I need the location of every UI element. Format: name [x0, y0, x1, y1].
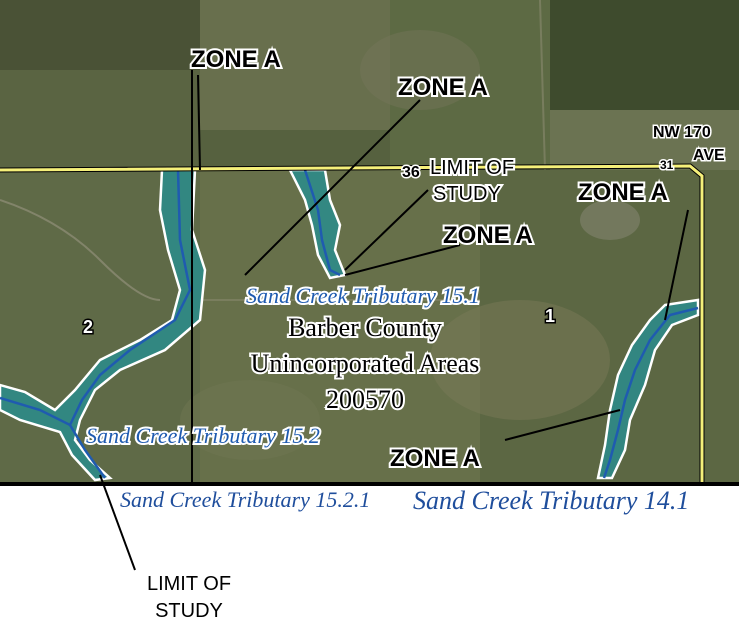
county-name-label: Barber County: [288, 313, 442, 342]
section-number-label: 36: [402, 164, 420, 181]
limit-of-study-label: STUDY: [155, 600, 223, 622]
zone-a-label: ZONE A: [578, 179, 668, 206]
panel-number-label: 1: [545, 306, 555, 326]
stream-label: Sand Creek Tributary 15.2: [86, 423, 320, 448]
stream-label: Sand Creek Tributary 14.1: [413, 486, 689, 515]
road-label: AVE: [693, 147, 725, 164]
county-name-label: Unincorporated Areas: [251, 349, 480, 378]
floodplain-zone-a: [0, 168, 700, 482]
study-boundary: [0, 163, 705, 484]
stream-lines: [0, 169, 699, 479]
road-label: NW 170: [653, 124, 711, 141]
zone-a-label: ZONE A: [398, 74, 488, 101]
zone-a-label: ZONE A: [191, 46, 281, 73]
stream-label: Sand Creek Tributary 15.2.1: [120, 487, 370, 512]
limit-of-study-label: LIMIT OF: [430, 157, 514, 179]
limit-of-study-label: LIMIT OF: [147, 573, 231, 595]
zone-a-label: ZONE A: [443, 222, 533, 249]
zone-a-label: ZONE A: [390, 445, 480, 472]
stream-label: Sand Creek Tributary 15.1: [246, 283, 480, 308]
county-number-label: 200570: [326, 385, 404, 414]
limit-of-study-label: STUDY: [433, 183, 501, 205]
panel-number-label: 2: [83, 317, 93, 337]
leader-lines: [99, 74, 689, 571]
section-number-label: 31: [660, 158, 674, 172]
